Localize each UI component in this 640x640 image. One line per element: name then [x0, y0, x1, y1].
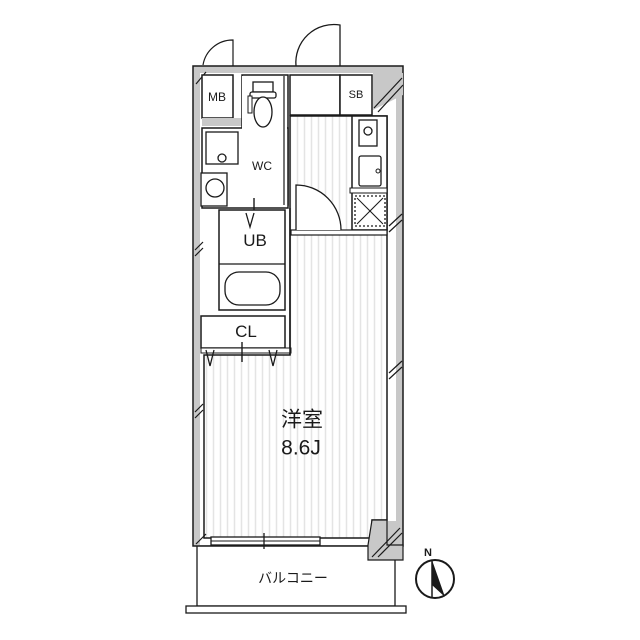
room-label-mb: MB	[208, 90, 226, 104]
closet	[200, 208, 292, 367]
room-label-main-size: 8.6J	[281, 436, 321, 460]
room-label-cl: CL	[235, 322, 257, 341]
hall-door	[290, 184, 388, 236]
wall-marks	[194, 213, 403, 419]
mb-closet	[201, 39, 245, 126]
room-label-wc: WC	[252, 159, 272, 173]
corner-walls	[195, 71, 404, 561]
compass-north-label: N	[424, 547, 432, 559]
entrance	[289, 23, 373, 116]
balcony-window	[210, 533, 321, 549]
unit-bath	[218, 209, 286, 311]
room-label-balcony: バルコニー	[258, 570, 328, 586]
balcony	[185, 546, 407, 614]
wc-room	[200, 74, 289, 215]
room-label-ub: UB	[243, 231, 267, 250]
kitchen	[349, 115, 388, 231]
room-label-sb: SB	[348, 89, 364, 101]
room-label-main-name: 洋室	[281, 408, 323, 432]
compass	[415, 559, 455, 599]
